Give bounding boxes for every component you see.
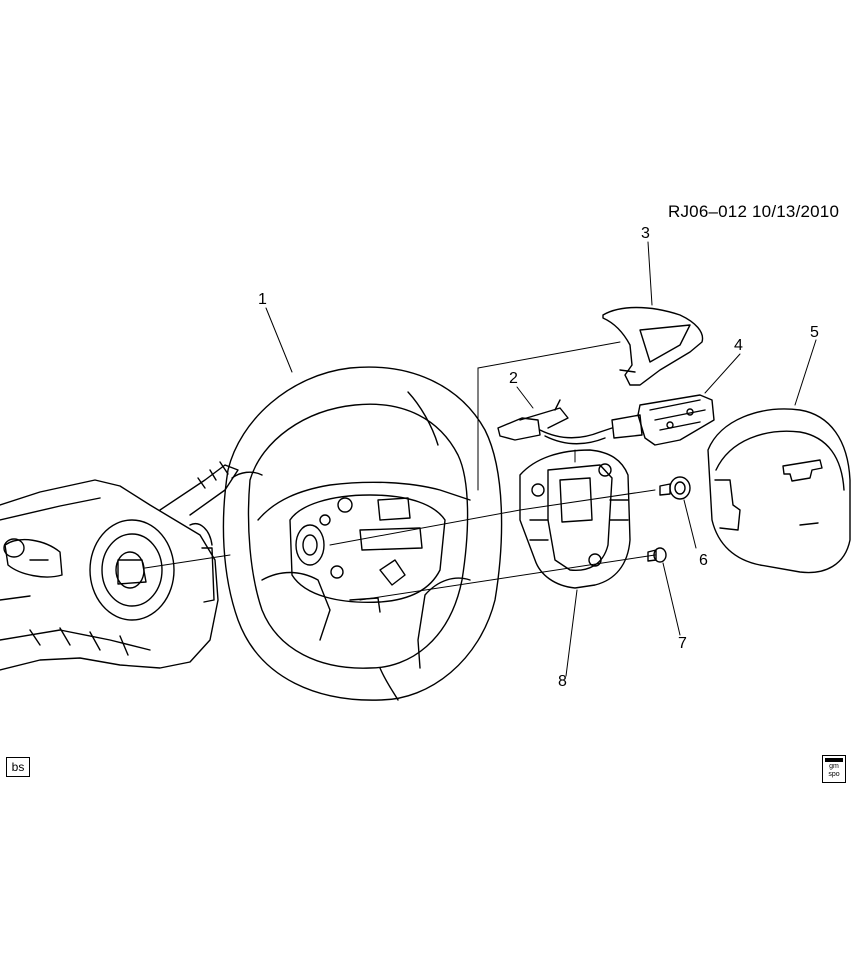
- logo-text: gm spo: [823, 763, 845, 779]
- leader-lines: [144, 341, 656, 601]
- part-4-switch: [611, 394, 715, 446]
- part-6-bolt: [659, 476, 691, 500]
- logo-bar: [825, 758, 843, 762]
- callout-2: 2: [509, 370, 518, 387]
- callout-6: 6: [699, 552, 708, 569]
- logo-text-line1: gm: [829, 763, 839, 770]
- callout-4: 4: [734, 337, 743, 354]
- bs-label: bs: [6, 757, 30, 777]
- callout-8: 8: [558, 673, 567, 690]
- part-2-wire-harness: [497, 399, 613, 445]
- part-7-screw: [647, 547, 667, 563]
- document-id: RJ06–012 10/13/2010: [668, 202, 840, 221]
- callout-7: 7: [678, 635, 687, 652]
- part-3-trim-cover: [602, 306, 704, 386]
- part-8-bracket: [519, 449, 631, 589]
- logo-text-line2: spo: [828, 771, 840, 778]
- callout-leaders: [265, 241, 817, 677]
- callout-5: 5: [810, 324, 819, 341]
- steering-wheel: [222, 366, 503, 701]
- steering-column: [0, 461, 239, 671]
- callout-1: 1: [258, 291, 267, 308]
- part-5-airbag-module: [707, 408, 851, 574]
- callout-3: 3: [641, 225, 650, 242]
- gm-spo-logo-icon: gm spo: [822, 755, 846, 783]
